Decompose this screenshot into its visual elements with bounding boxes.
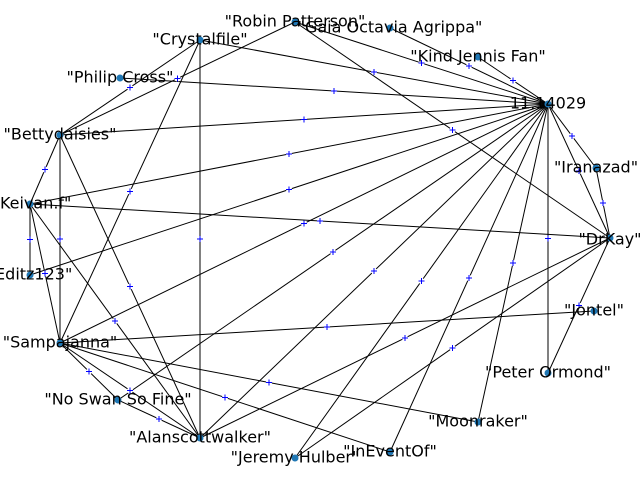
- edge-midpoint-marker: [402, 335, 408, 341]
- node-hub: [544, 100, 552, 108]
- node-label-alans: "Alanscottwalker": [129, 428, 271, 447]
- node-label-iranazad: "Iranazad": [554, 158, 638, 177]
- edge-midpoint-marker: [42, 166, 48, 173]
- edge-midpoint-marker: [127, 188, 133, 195]
- node-alans: [196, 434, 204, 442]
- edge-midpoint-marker: [127, 84, 133, 91]
- node-label-peter: "Peter Ormond": [485, 363, 611, 382]
- node-label-jontel: "Jontel": [564, 301, 624, 320]
- edge-midpoint-marker: [466, 275, 472, 281]
- edge-midpoint-marker: [156, 416, 162, 422]
- edge-midpoint-marker: [286, 186, 292, 193]
- edge-midpoint-marker: [449, 127, 456, 133]
- edge-midpoint-marker: [127, 283, 133, 290]
- node-peter: [544, 369, 552, 377]
- edge-midpoint-marker: [569, 133, 575, 139]
- node-label-betty: "Bettydaisies": [4, 125, 117, 144]
- node-label-hub: 11.14029: [510, 94, 586, 113]
- node-ineventof: [386, 448, 394, 456]
- edge-markers-layer: [27, 60, 606, 422]
- nodes-layer: [26, 18, 614, 462]
- node-label-drkay: "DrKay": [578, 230, 640, 249]
- node-philip: [116, 74, 124, 82]
- node-drkay: [606, 234, 614, 242]
- edge-midpoint-marker: [197, 236, 203, 242]
- node-label-moonraker: "Moonraker": [428, 412, 528, 431]
- node-iranazad: [592, 164, 600, 172]
- node-keivan: [26, 200, 34, 208]
- node-crystal: [196, 36, 204, 44]
- edge-midpoint-marker: [576, 168, 582, 174]
- node-kind: [474, 53, 482, 61]
- node-label-gaia: "Gaia Octavia Agrippa": [298, 18, 483, 37]
- node-label-editz: "Editz123": [0, 265, 72, 284]
- edge-midpoint-marker: [510, 77, 516, 84]
- edge-midpoint-marker: [324, 324, 330, 330]
- node-label-philip: "Philip Cross": [67, 68, 174, 87]
- node-label-kind: "Kind Jennis Fan": [410, 47, 545, 66]
- edge-midpoint-marker: [418, 60, 425, 66]
- edge-midpoint-marker: [57, 236, 63, 242]
- node-label-ineventof: "InEventOf": [343, 442, 437, 461]
- edge-midpoint-marker: [86, 368, 92, 375]
- edge-midpoint-marker: [449, 345, 456, 351]
- edge-midpoint-marker: [127, 387, 133, 394]
- edge-midpoint-marker: [418, 278, 425, 284]
- edge-midpoint-marker: [600, 200, 606, 206]
- edge-midpoint-marker: [174, 75, 181, 82]
- node-jontel: [590, 307, 598, 315]
- edge-midpoint-marker: [317, 218, 323, 224]
- node-label-robin: "Robin Patterson": [225, 12, 366, 31]
- edge-midpoint-marker: [27, 236, 33, 243]
- node-label-noswan: "No Swan So Fine": [44, 390, 191, 409]
- edge-midpoint-marker: [286, 151, 292, 157]
- edge-midpoint-marker: [331, 88, 337, 94]
- node-label-keivan: "Keivan.f": [0, 194, 71, 213]
- node-noswan: [114, 396, 122, 404]
- node-moonraker: [474, 418, 482, 426]
- edge-midpoint-marker: [466, 63, 472, 69]
- node-gaia: [386, 24, 394, 32]
- edge-midpoint-marker: [42, 270, 48, 277]
- edge-midpoint-marker: [510, 260, 516, 266]
- edge-midpoint-marker: [222, 394, 228, 401]
- edge-midpoint-marker: [301, 116, 307, 123]
- node-editz: [26, 271, 34, 279]
- node-label-sampajanna: "Sampajanna": [3, 333, 118, 352]
- node-betty: [56, 131, 64, 139]
- edge-midpoint-marker: [330, 249, 336, 255]
- node-label-crystal: "Crystalfile": [152, 30, 247, 49]
- edge-midpoint-marker: [371, 69, 377, 75]
- edge-midpoint-marker: [371, 268, 377, 274]
- node-label-jeremy: "Jeremy Hulber": [231, 448, 360, 467]
- edge-midpoint-marker: [112, 318, 118, 324]
- node-labels-layer: "Robin Patterson""Gaia Octavia Agrippa" "…: [0, 12, 640, 467]
- edge-midpoint-marker: [576, 302, 582, 309]
- edge-midpoint-marker: [545, 235, 551, 242]
- edge-midpoint-marker: [301, 220, 307, 227]
- node-jeremy: [291, 454, 299, 462]
- node-robin: [291, 18, 299, 26]
- node-sampajanna: [56, 339, 64, 347]
- edge-midpoint-marker: [266, 379, 272, 386]
